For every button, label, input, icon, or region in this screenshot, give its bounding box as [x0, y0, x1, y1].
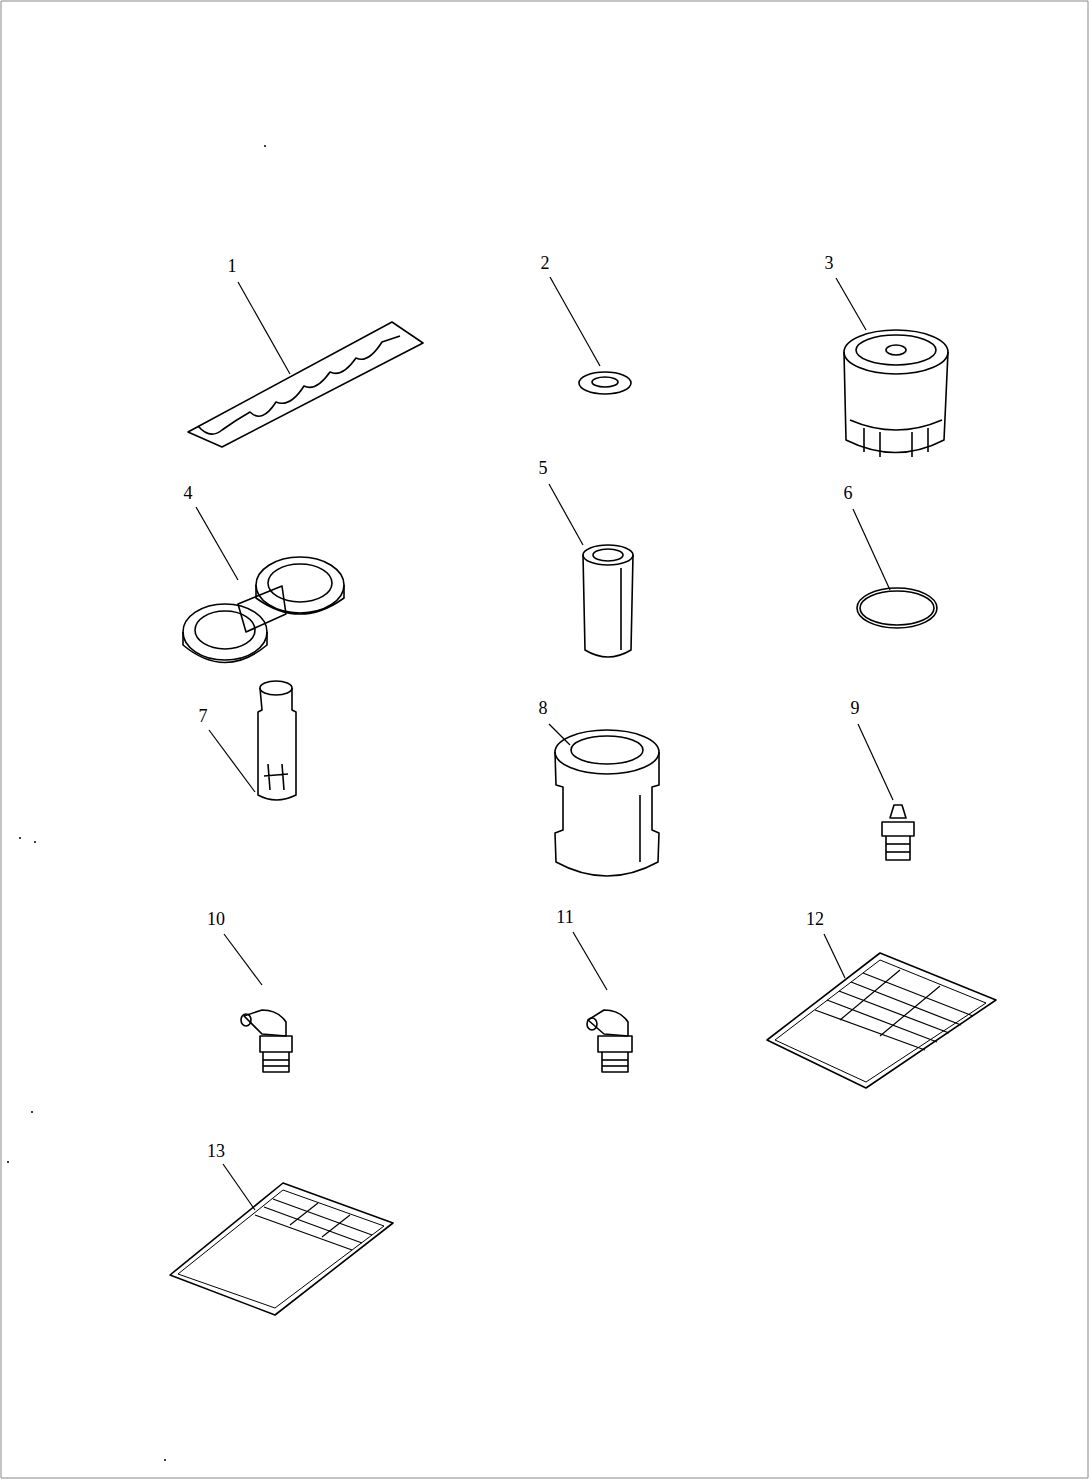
- washer: [579, 372, 631, 394]
- specks: [7, 145, 266, 1461]
- callout-number: 2: [539, 253, 552, 273]
- callout-number: 13: [205, 1141, 227, 1161]
- filter-wrench: [183, 557, 344, 663]
- cartridge: [583, 545, 633, 657]
- callout-number: 8: [537, 698, 550, 718]
- caution-plate: [767, 953, 996, 1088]
- callout-number: 10: [205, 909, 227, 929]
- callout-number: 3: [823, 253, 836, 273]
- angled-nipple: [587, 1010, 632, 1072]
- callout-number: 11: [554, 907, 575, 927]
- gasket: [188, 322, 423, 447]
- leader-lines: [196, 277, 893, 1210]
- grease-nipple: [882, 805, 914, 860]
- callout-number: 4: [182, 483, 195, 503]
- callout-number: 7: [197, 706, 210, 726]
- angled-nipple: [241, 1010, 292, 1072]
- callout-number: 12: [804, 909, 826, 929]
- filter-element: [555, 730, 659, 876]
- oil-filter: [844, 330, 948, 457]
- callout-number: 1: [226, 256, 239, 276]
- o-ring: [857, 588, 937, 628]
- caution-plate: [170, 1183, 393, 1315]
- callout-number: 9: [849, 698, 862, 718]
- element: [258, 681, 296, 800]
- callout-number: 5: [537, 458, 550, 478]
- callout-number: 6: [842, 483, 855, 503]
